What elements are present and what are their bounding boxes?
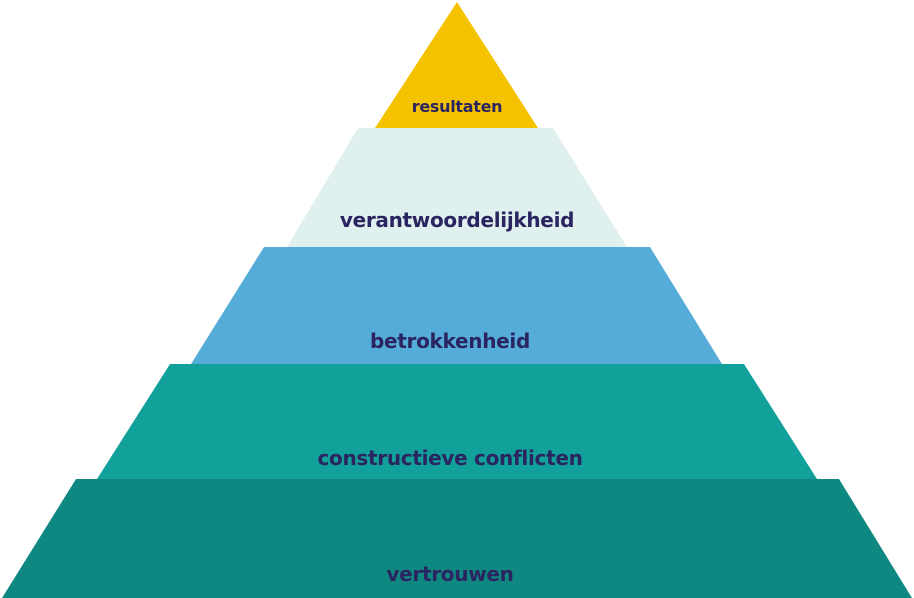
level-resultaten-shape (375, 2, 538, 128)
level-vertrouwen-shape (2, 479, 912, 598)
level-constructieve-conflicten-label: constructieve conflicten (317, 446, 583, 470)
level-verantwoordelijkheid-label: verantwoordelijkheid (339, 208, 575, 232)
level-betrokkenheid-shape (191, 247, 722, 364)
level-verantwoordelijkheid-shape (287, 128, 627, 247)
level-betrokkenheid-label: betrokkenheid (370, 329, 530, 353)
level-vertrouwen-label: vertrouwen (386, 562, 514, 586)
level-resultaten-label: resultaten (411, 97, 503, 116)
level-constructieve-conflicten-shape (97, 364, 817, 479)
